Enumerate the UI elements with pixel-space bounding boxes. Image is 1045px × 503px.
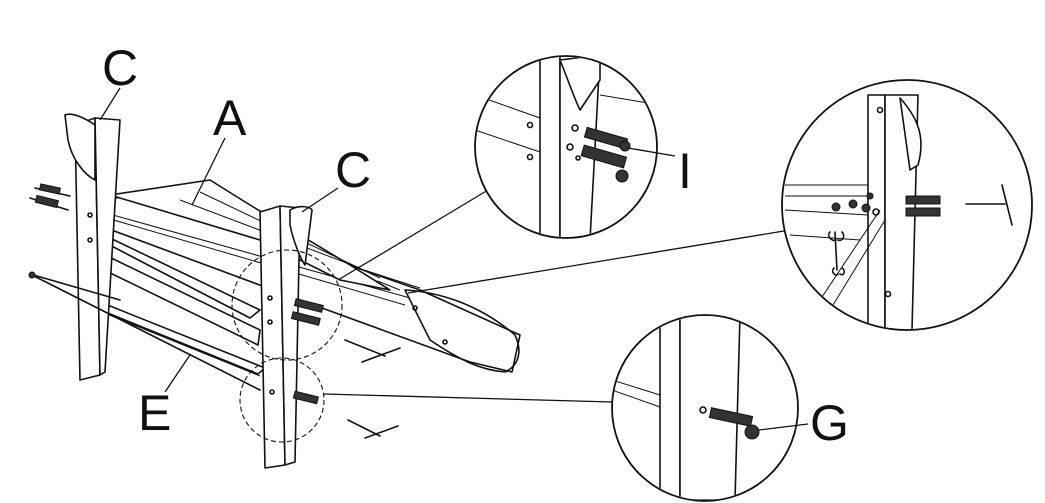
hex-key-icon [344, 339, 401, 439]
detail-view-g [611, 314, 809, 502]
label-g: G [810, 395, 849, 451]
label-c-left: C [102, 40, 138, 96]
left-bolts [28, 183, 261, 391]
leader-c-right [301, 187, 339, 213]
leader-c-left [99, 87, 121, 121]
right-bolts [290, 298, 324, 405]
label-i: I [678, 143, 692, 199]
label-c-right: C [335, 142, 371, 198]
label-a: A [213, 90, 247, 146]
leader-to-detail-g [323, 393, 613, 403]
leader-a [191, 137, 226, 206]
leader-to-detail-i [337, 189, 489, 281]
leg-c-left [64, 113, 121, 381]
detail-circle-upper [231, 249, 343, 361]
detail-view-i [474, 55, 676, 239]
wrench-icon [827, 231, 845, 276]
leg-c-right [259, 205, 313, 469]
main-assembly [28, 113, 791, 469]
label-e: E [138, 385, 171, 441]
detail-circle-lower [239, 357, 325, 443]
leader-to-detail-wrench [407, 229, 791, 294]
detail-view-wrench [781, 79, 1033, 331]
leader-e [164, 354, 191, 393]
